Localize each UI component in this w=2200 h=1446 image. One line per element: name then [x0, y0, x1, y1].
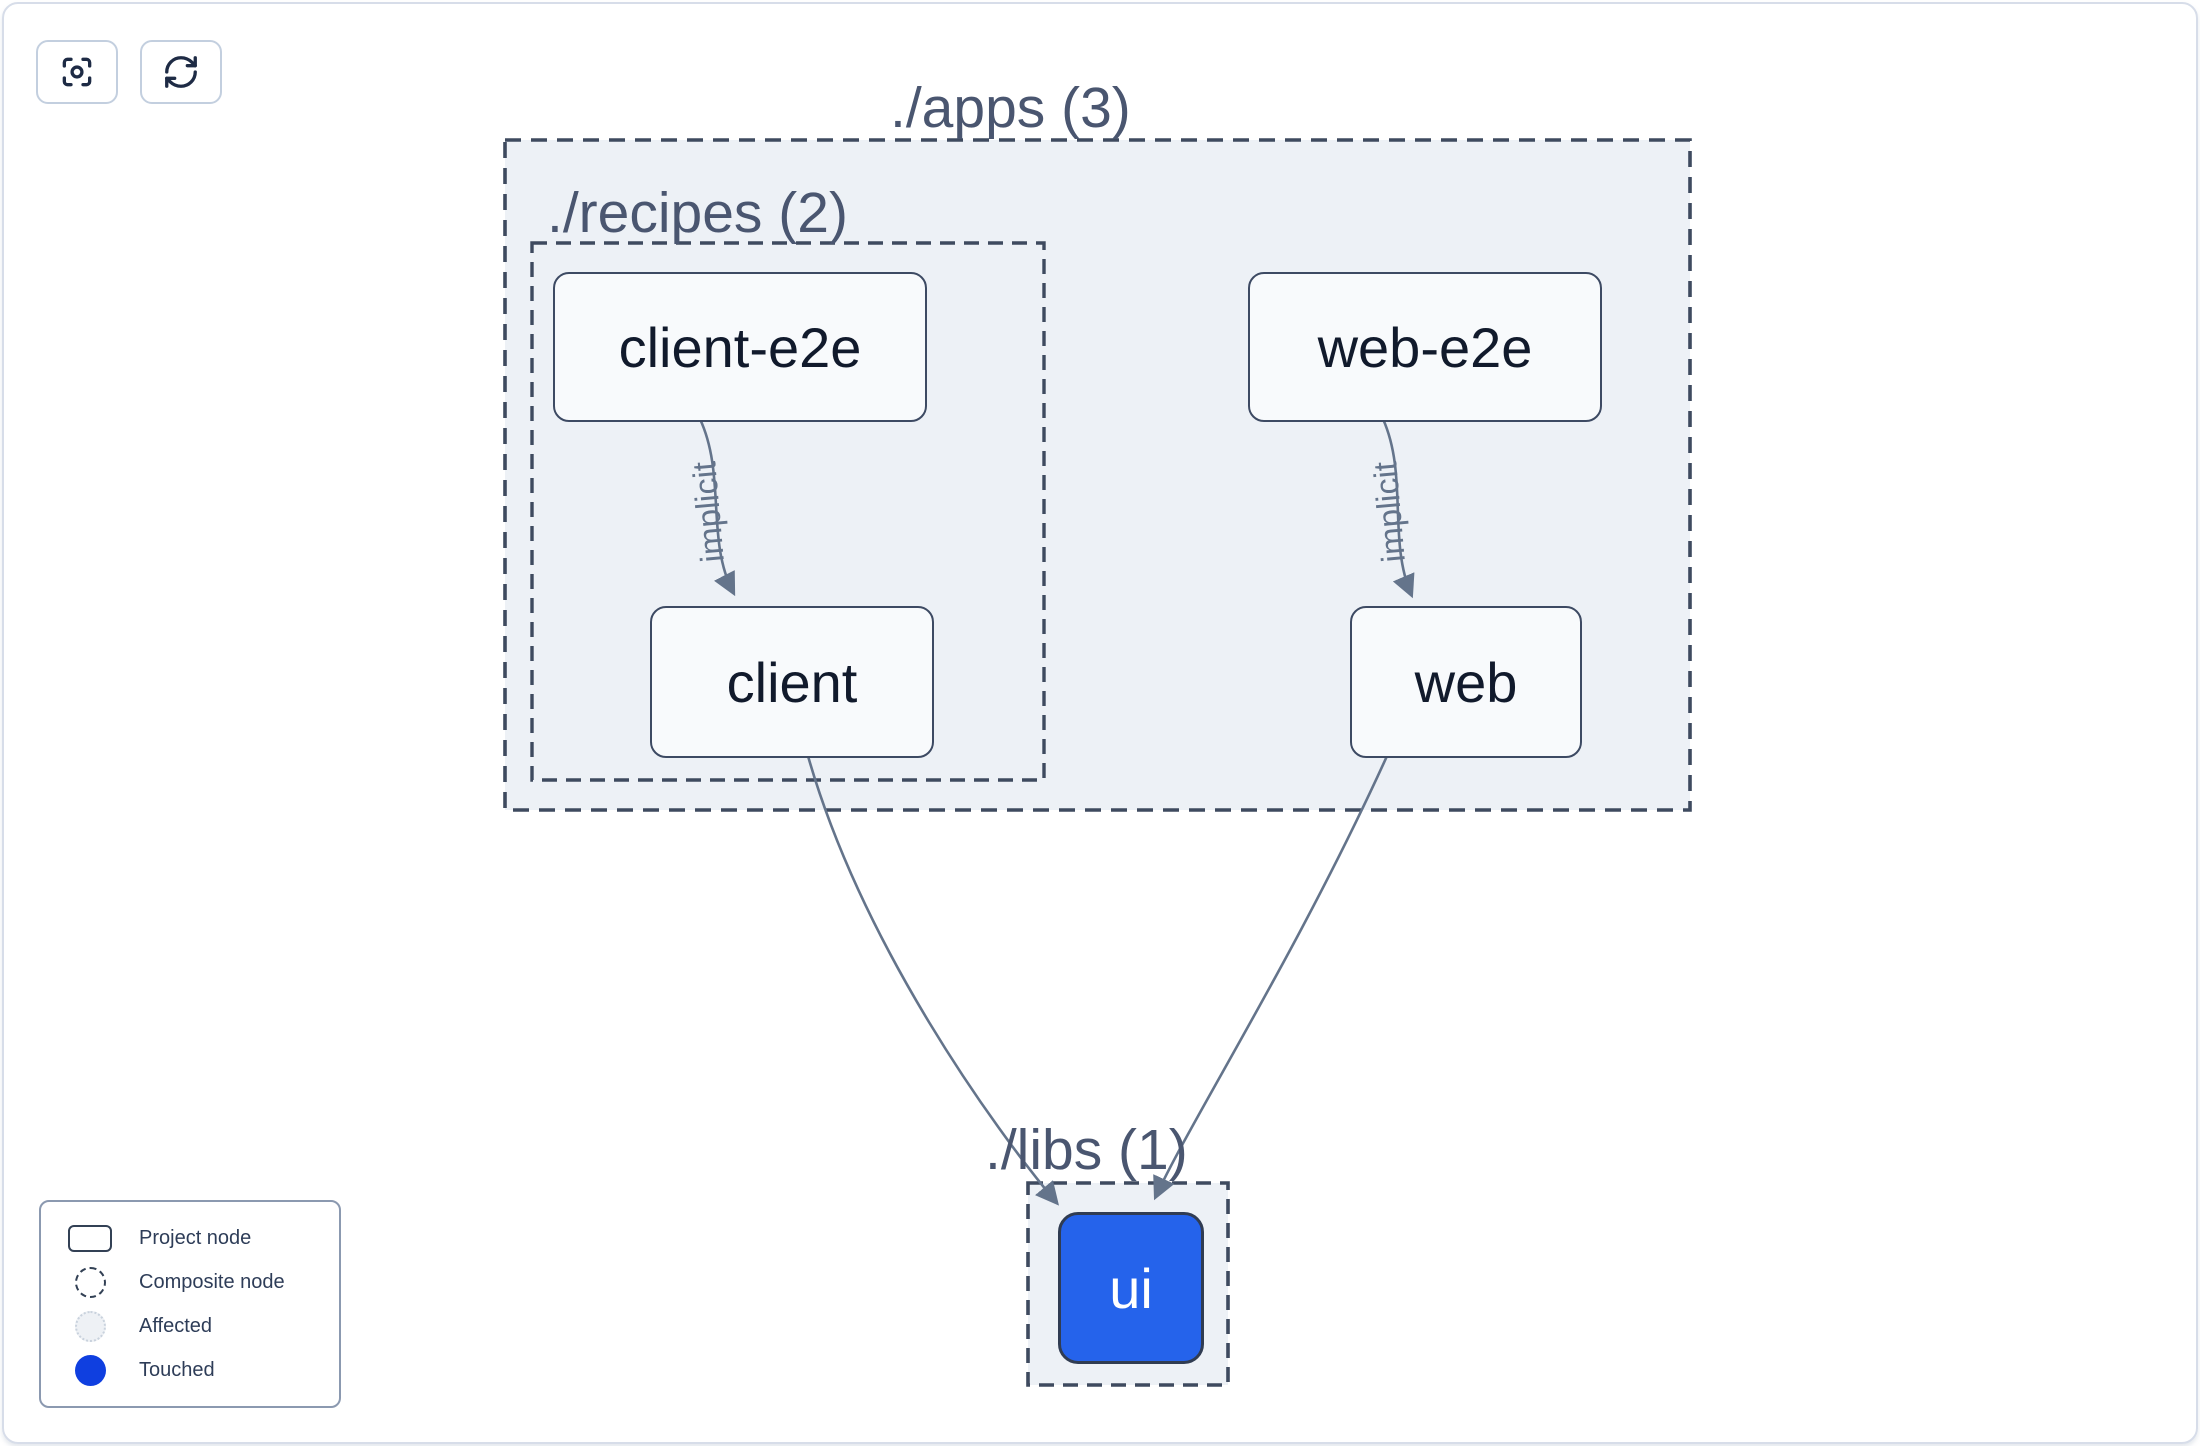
node-client-e2e[interactable]: client-e2e — [553, 272, 927, 422]
node-web[interactable]: web — [1350, 606, 1582, 758]
toolbar — [36, 40, 222, 104]
legend-item-touched: Touched — [41, 1348, 339, 1392]
composite-node-swatch — [74, 1266, 106, 1298]
legend-item-affected: Affected — [41, 1304, 339, 1348]
touched-swatch — [74, 1354, 106, 1386]
refresh-button[interactable] — [140, 40, 222, 104]
node-client[interactable]: client — [650, 606, 934, 758]
edge-web-ui[interactable] — [1153, 755, 1389, 1201]
legend-label: Project node — [139, 1226, 252, 1249]
project-node-swatch — [68, 1224, 112, 1252]
legend-label: Affected — [139, 1314, 213, 1337]
edge-client-e2e-client[interactable] — [698, 418, 736, 597]
edge-label-implicit: implicit — [1366, 460, 1412, 564]
focus-button[interactable] — [36, 40, 118, 104]
node-web-e2e[interactable]: web-e2e — [1248, 272, 1602, 422]
edge-client-ui[interactable] — [806, 755, 1060, 1206]
edge-label-implicit: implicit — [685, 460, 731, 564]
node-ui[interactable]: ui — [1058, 1212, 1204, 1364]
legend-item-project-node: Project node — [41, 1216, 339, 1260]
refresh-icon — [165, 56, 197, 88]
group-label-apps: ./apps (3) — [890, 76, 1131, 140]
focus-icon — [62, 57, 92, 87]
affected-swatch — [74, 1310, 106, 1342]
edge-web-e2e-web[interactable] — [1381, 418, 1415, 599]
group-label-libs: ./libs (1) — [985, 1118, 1188, 1182]
legend: Project node Composite node Affected Tou… — [39, 1200, 341, 1408]
legend-label: Touched — [139, 1358, 215, 1381]
legend-item-composite-node: Composite node — [41, 1260, 339, 1304]
legend-label: Composite node — [139, 1270, 285, 1293]
group-label-recipes: ./recipes (2) — [547, 181, 848, 245]
